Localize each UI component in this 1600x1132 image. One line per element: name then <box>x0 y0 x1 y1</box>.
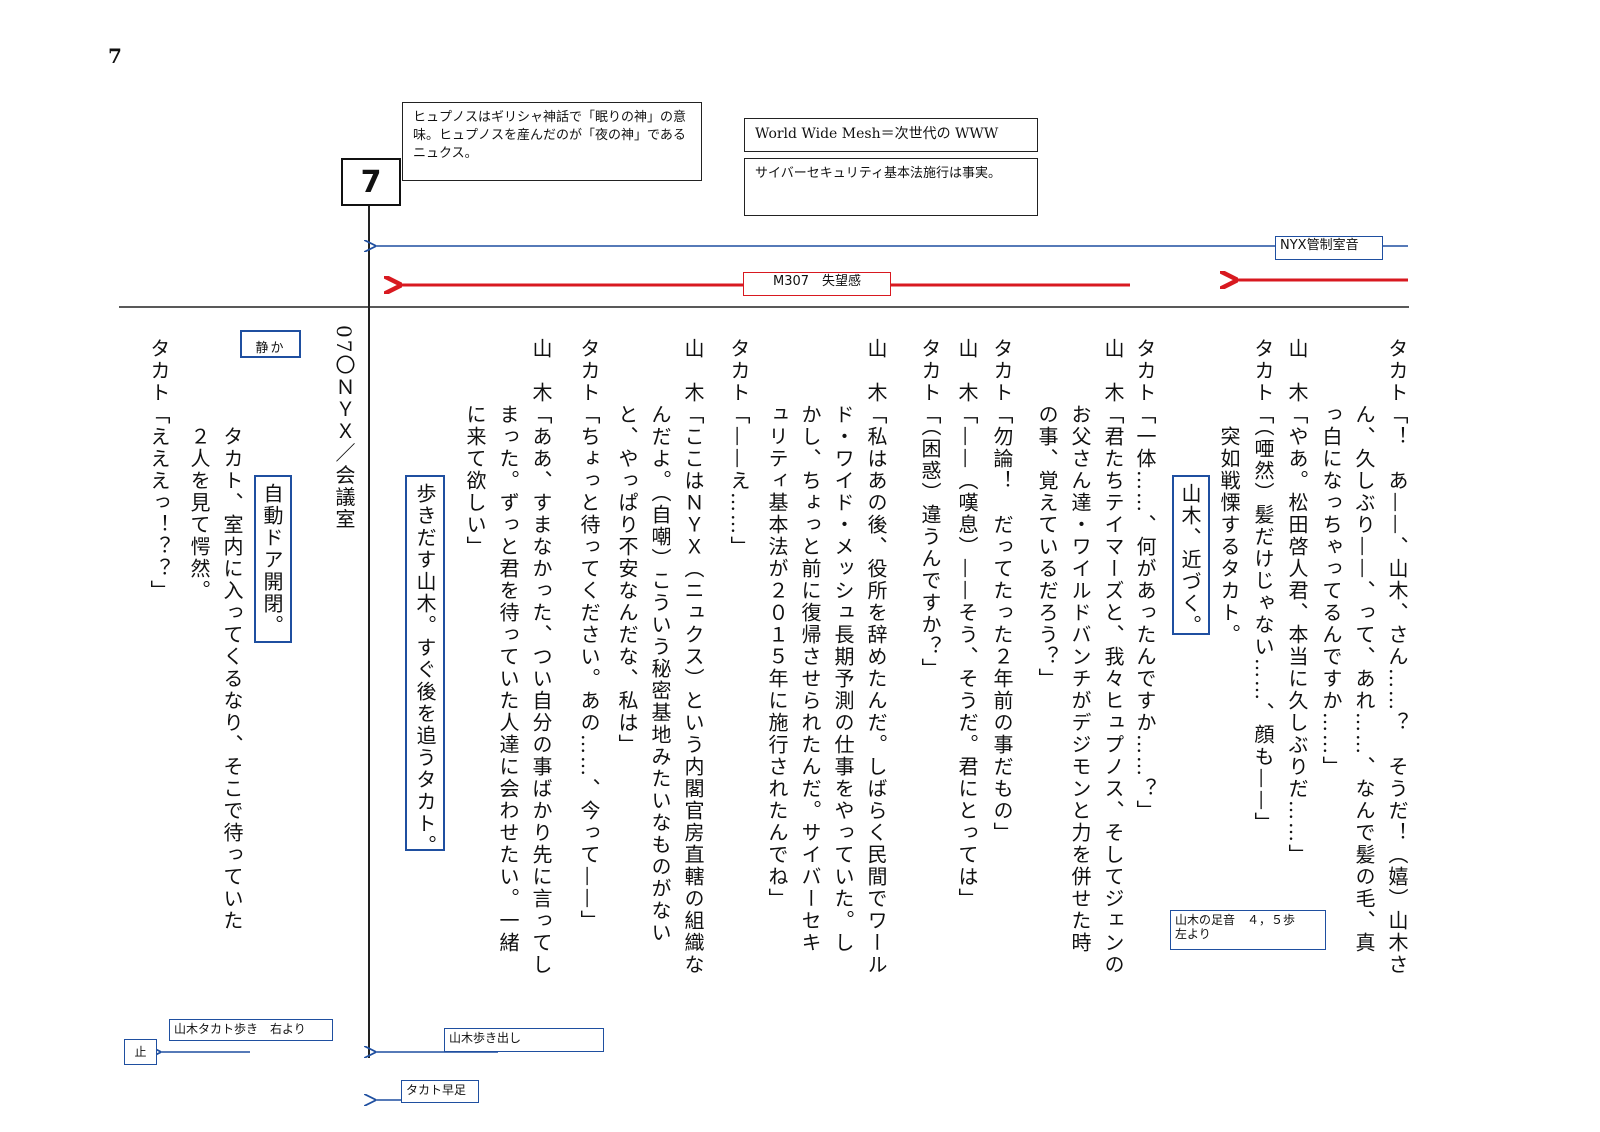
line-yamaki-4: 山 木「私はあの後、役所を辞めたんだ。しばらく民間でワール ド・ワイド・メッシュ… <box>765 338 888 976</box>
cue-quiet: 静か <box>240 330 301 358</box>
line-takato-7: タカト「ちょっと待ってください。あの……、今って——」 <box>577 338 601 932</box>
cue-nyx-sound: NYX管制室音 <box>1275 236 1383 260</box>
line-yamaki-3: 山 木「——（嘆息）——そう、そうだ。君にとっては」 <box>955 338 979 910</box>
cue-yamaki-walk: 山木歩き出し <box>444 1028 604 1052</box>
cue-walk-right: 山木タカト歩き 右より <box>169 1019 333 1041</box>
cue-stop: 止 <box>124 1039 157 1065</box>
cue-yamaki-footsteps: 山木の足音 ４，５歩 左より <box>1170 910 1326 950</box>
line-yamaki-5: 山 木「ここはＮＹＸ（ニュクス）という内閣官房直轄の組織な んだよ。（自嘲）こう… <box>615 338 705 976</box>
note-world-wide-mesh: World Wide Mesh＝次世代の WWW <box>744 118 1038 152</box>
direction-takato-enters: タカト、室内に入ってくるなり、そこで待っていた ２人を見て愕然。 <box>187 426 244 932</box>
line-yamaki-1: 山 木「やあ。松田啓人君、本当に久しぶりだ……」 <box>1285 338 1309 866</box>
line-takato-4: タカト「勿論！ だってたった２年前の事だもの」 <box>990 338 1014 844</box>
line-yamaki-6: 山 木「ああ、すまなかった、つい自分の事ばかり先に言ってし まった。ずっと君を待… <box>463 338 553 976</box>
line-takato-6: タカト「——え……」 <box>727 338 751 558</box>
line-takato-1: タカト「！ あ——、山木、さん……？ そうだ！（嬉）山木さ ん、久しぶり——、っ… <box>1319 338 1409 976</box>
note-hypnos: ヒュプノスはギリシャ神話で「眠りの神」の意味。ヒュプノスを産んだのが「夜の神」で… <box>402 102 702 181</box>
direction-walk: 歩きだす山木。すぐ後を追うタカト。 <box>405 475 445 857</box>
scene-number-badge: 7 <box>341 158 401 206</box>
cue-takato-fast: タカト早足 <box>401 1080 479 1103</box>
note-cyber-security: サイバーセキュリティ基本法施行は事実。 <box>744 158 1038 216</box>
line-takato-5: タカト「（困惑）違うんですか？」 <box>918 338 942 680</box>
direction-yamaki-approach: 山木、近づく。 <box>1172 475 1210 637</box>
scene-heading: 07〇ＮＹＸ／会議室 <box>332 325 356 531</box>
direction-auto-door: 自動ドア開閉。 <box>254 475 292 643</box>
line-takato-3: タカト「一体……、何があったんですか……？」 <box>1133 338 1157 822</box>
cue-music-m307: M307 失望感 <box>743 272 891 296</box>
page-number: 7 <box>108 44 122 68</box>
direction-shudder: 突如戦慄するタカト。 <box>1217 338 1241 646</box>
line-yamaki-2: 山 木「君たちテイマーズと、我々ヒュプノス、そしてジェンの お父さん達・ワイルド… <box>1035 338 1125 976</box>
line-takato-8: タカト「えええっ！？？」 <box>147 338 171 602</box>
line-takato-2: タカト「（唖然）髪だけじゃない……、顔も——」 <box>1251 338 1275 834</box>
